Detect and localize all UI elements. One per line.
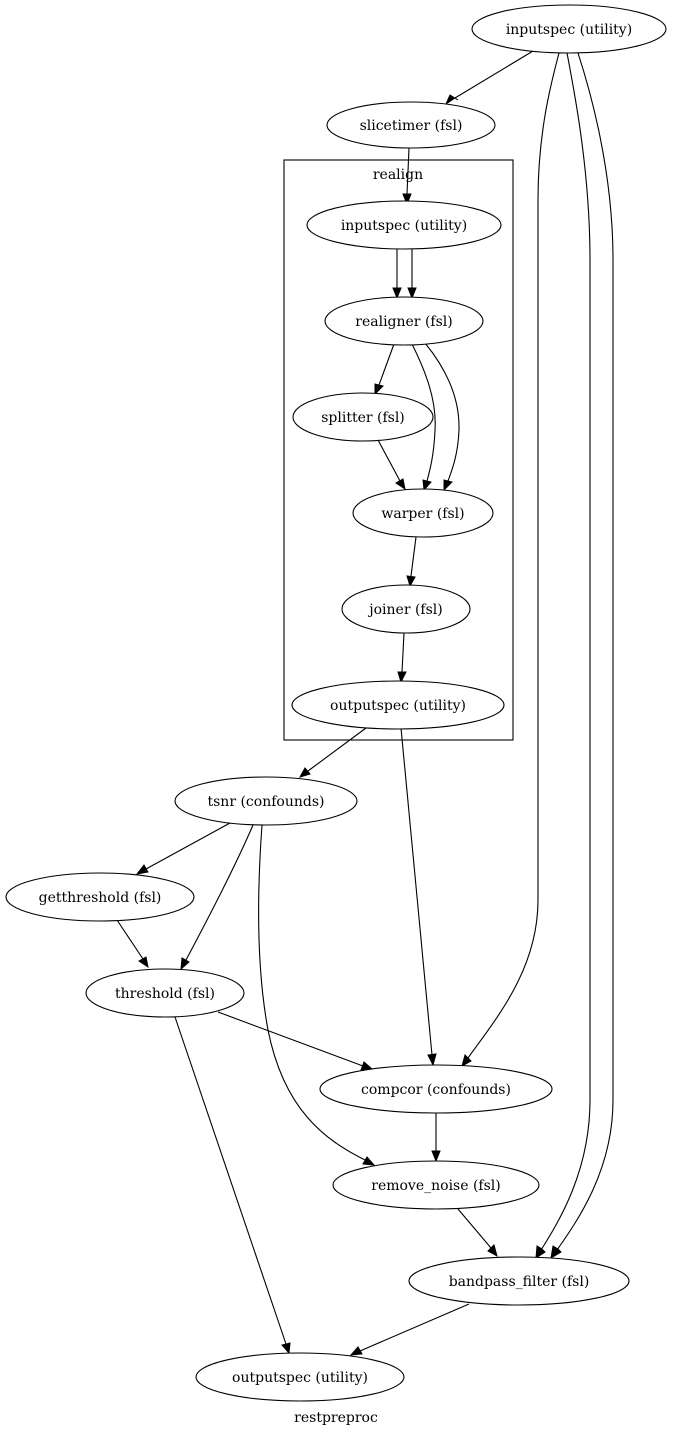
edge-realign-inputspec-to-realigner-2 [407,248,417,300]
edge-realign-outputspec-to-tsnr [298,727,367,778]
node-slicetimer-label: slicetimer (fsl) [360,118,463,134]
cluster-realign-box [283,159,514,741]
node-remove-noise-label: remove_noise (fsl) [371,1178,501,1194]
node-realign-outputspec[interactable]: outputspec (utility) [291,680,505,730]
edge-inputspec-to-bandpass-1 [535,52,591,1259]
node-splitter-label: splitter (fsl) [321,410,405,426]
node-realign-inputspec[interactable]: inputspec (utility) [306,200,502,250]
edge-tsnr-to-getthreshold [135,822,231,875]
node-compcor[interactable]: compcor (confounds) [319,1064,553,1114]
node-threshold-label: threshold (fsl) [115,986,215,1002]
node-realign-outputspec-label: outputspec (utility) [330,698,466,714]
edge-inputspec-to-slicetimer [444,50,534,106]
node-bandpass-filter-label: bandpass_filter (fsl) [449,1274,590,1290]
edge-realigner-to-splitter [374,343,395,396]
node-warper-label: warper (fsl) [381,506,464,522]
edge-warper-to-joiner [406,536,417,588]
node-outputspec-bottom-label: outputspec (utility) [232,1370,368,1386]
node-getthreshold[interactable]: getthreshold (fsl) [5,872,195,922]
edge-threshold-to-outputspec [174,1016,291,1355]
node-tsnr[interactable]: tsnr (confounds) [174,776,358,826]
node-remove-noise[interactable]: remove_noise (fsl) [332,1160,540,1210]
node-joiner[interactable]: joiner (fsl) [341,584,471,634]
edge-tsnr-to-remove-noise [258,824,376,1166]
edges [116,50,614,1356]
edge-threshold-to-compcor [217,1011,374,1071]
graph-label: restpreproc [294,1410,378,1426]
node-inputspec-top[interactable]: inputspec (utility) [471,4,667,54]
node-bandpass-filter[interactable]: bandpass_filter (fsl) [408,1256,630,1306]
edge-slicetimer-to-realign-inputspec [402,147,412,206]
edge-getthreshold-to-threshold [116,919,149,969]
node-realigner-label: realigner (fsl) [355,314,452,330]
edge-tsnr-to-threshold [180,824,254,971]
edge-inputspec-to-compcor [461,52,560,1068]
edge-inputspec-to-bandpass-2 [550,52,614,1259]
nodes: inputspec (utility) slicetimer (fsl) inp… [5,4,667,1402]
edge-joiner-to-realign-outputspec [397,632,407,684]
edge-realigner-to-warper-1 [411,343,436,492]
node-tsnr-label: tsnr (confounds) [208,794,325,810]
edge-remove-noise-to-bandpass [457,1208,498,1258]
cluster-realign-label: realign [373,167,423,183]
node-inputspec-top-label: inputspec (utility) [506,22,632,38]
node-splitter[interactable]: splitter (fsl) [292,392,434,442]
edge-bandpass-to-outputspec [349,1303,470,1356]
edge-compcor-to-remove-noise [431,1113,441,1163]
node-realigner[interactable]: realigner (fsl) [324,296,484,346]
node-joiner-label: joiner (fsl) [367,602,442,618]
node-outputspec-bottom[interactable]: outputspec (utility) [195,1352,405,1402]
node-threshold[interactable]: threshold (fsl) [85,968,245,1018]
node-compcor-label: compcor (confounds) [361,1082,511,1098]
edge-realigner-to-warper-2 [424,342,460,492]
node-warper[interactable]: warper (fsl) [352,488,494,538]
node-slicetimer[interactable]: slicetimer (fsl) [326,101,496,149]
edge-realign-outputspec-to-compcor [400,727,437,1067]
cluster-realign: realign [283,159,514,741]
node-realign-inputspec-label: inputspec (utility) [341,218,467,234]
node-getthreshold-label: getthreshold (fsl) [39,890,162,906]
edge-splitter-to-warper [377,439,406,491]
edge-realign-inputspec-to-realigner-1 [392,248,402,300]
